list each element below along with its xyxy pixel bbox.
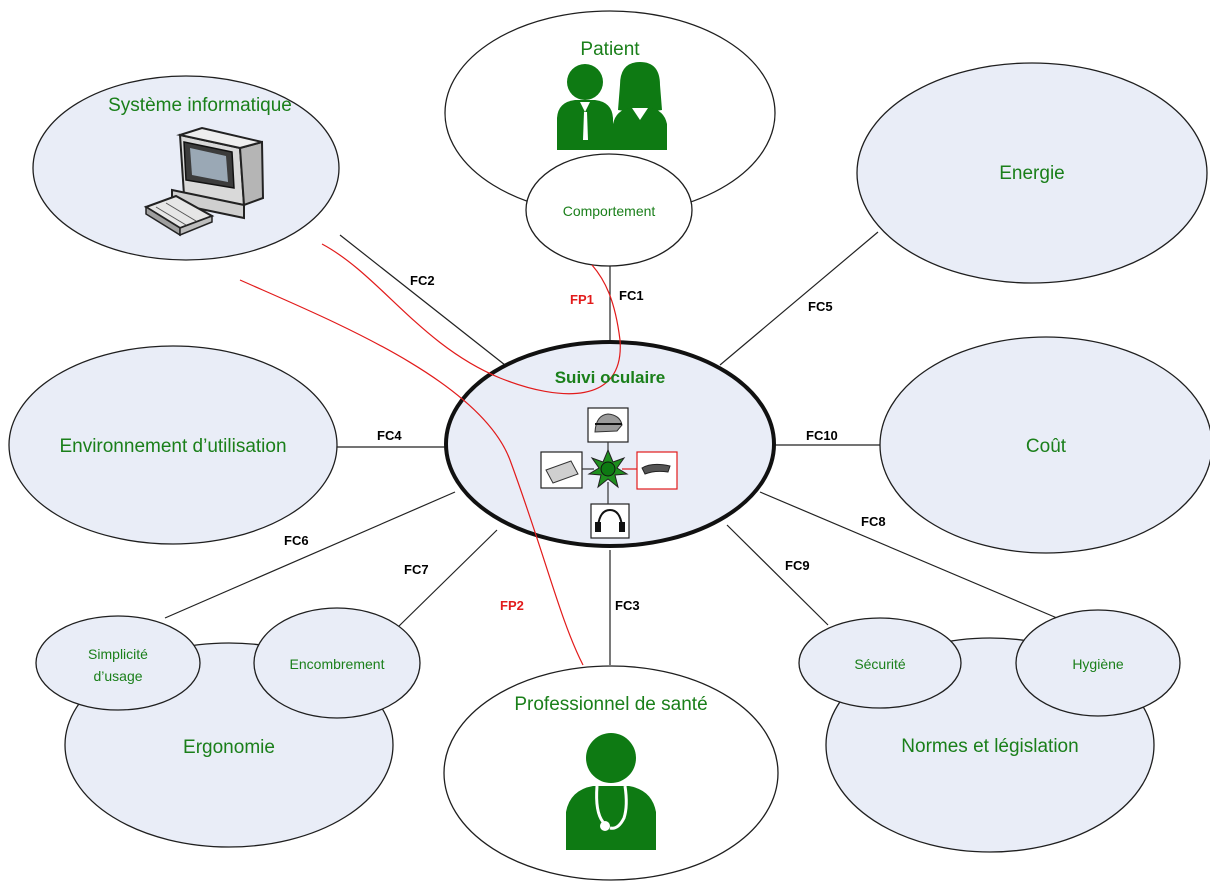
comportement-label: Comportement [563,203,656,219]
connector-lines [164,231,1058,665]
primary-function-curves [239,243,621,666]
energie-node [856,62,1208,284]
patient-icon [557,62,667,150]
line-fc5 [719,231,879,366]
line-fc7 [397,529,498,628]
fc3-label: FC3 [615,598,640,613]
comportement-node [525,153,693,267]
fc7-label: FC7 [404,562,429,577]
doctor-icon [566,733,656,850]
computer-icon [143,126,265,237]
fc4-label: FC4 [377,428,402,443]
hygiene-label: Hygiène [1072,656,1124,672]
simplicite-label-line1: Simplicité [88,646,148,662]
suivi-oculaire-node [444,340,776,548]
line-fc2 [339,234,506,366]
fc8-label: FC8 [861,514,886,529]
environnement-label: Environnement d’utilisation [59,436,286,457]
professionnel-label: Professionnel de santé [514,694,707,715]
line-fc8 [759,491,1058,619]
ergonomie-label: Ergonomie [183,737,275,758]
securite-label: Sécurité [854,656,906,672]
patient-label: Patient [580,39,640,60]
fc10-label: FC10 [806,428,838,443]
fp2-label: FP2 [500,598,524,613]
securite-node [798,617,962,709]
line-fc9 [726,524,829,626]
fc2-label: FC2 [410,273,435,288]
fp1-label: FP1 [570,292,594,307]
fc9-label: FC9 [785,558,810,573]
encombrement-node [253,607,421,719]
eye-tracking-devices-icon [540,407,678,539]
hygiene-node [1015,609,1181,717]
fc5-label: FC5 [808,299,833,314]
normes-label: Normes et législation [901,736,1078,757]
fc6-label: FC6 [284,533,309,548]
cout-node [879,336,1210,554]
environnement-node [8,345,338,545]
simplicite-label-line2: d’usage [93,668,142,684]
line-fc6 [164,491,456,619]
energie-label: Energie [999,163,1065,184]
simplicite-node [35,615,201,711]
encombrement-label: Encombrement [290,656,385,672]
cout-label: Coût [1026,436,1067,457]
fc1-label: FC1 [619,288,644,303]
systeme-informatique-label: Système informatique [108,95,292,116]
fp2-curve [239,279,584,666]
fp1-curve [321,243,621,395]
suivi-oculaire-title: Suivi oculaire [555,368,666,387]
